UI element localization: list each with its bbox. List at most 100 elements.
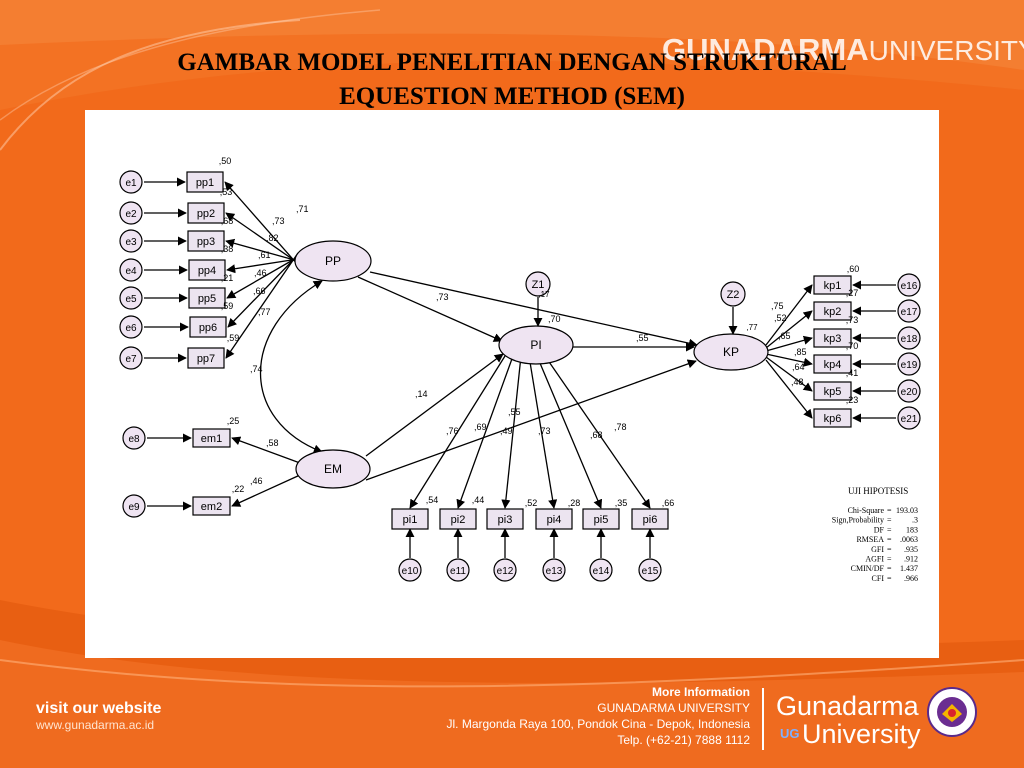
r2-kp: ,77: [746, 323, 758, 332]
disturbance-z2: [720, 281, 746, 307]
error-label-e7: e7: [125, 354, 137, 365]
r2-pi4: ,28: [568, 498, 581, 508]
error-label-e2: e2: [125, 209, 137, 220]
loading-kp4: ,85: [794, 347, 807, 357]
indicator-label-pp7: pp7: [197, 353, 215, 365]
loading-pp3: ,82: [266, 233, 279, 243]
path-kp-kp6: [765, 359, 813, 419]
indicator-pp7: [187, 347, 225, 369]
logo-line2: University: [802, 719, 921, 749]
loading-pp4: ,61: [258, 250, 271, 260]
ug-mark: UG: [780, 726, 800, 741]
r2-pp4: ,38: [221, 244, 234, 254]
r2-kp1: ,60: [847, 264, 860, 274]
error-label-e16: e16: [901, 281, 918, 292]
error-e14: [589, 558, 613, 582]
footer-contact: More Information GUNADARMA UNIVERSITY Jl…: [412, 684, 750, 748]
r2-pi3: ,52: [525, 498, 538, 508]
path-pp-pp1: [224, 181, 299, 266]
r2-kp3: ,73: [846, 315, 859, 325]
error-label-e5: e5: [125, 294, 137, 305]
uji-label: Chi-Square: [848, 506, 885, 515]
latent-label-pp: PP: [325, 254, 341, 268]
r2-pp5: ,21: [221, 273, 234, 283]
indicator-pp2: [187, 202, 225, 224]
path-arrows: [144, 177, 896, 558]
error-e2: [119, 201, 143, 225]
loading-pi5: ,68: [590, 430, 603, 440]
uji-sep: =: [887, 516, 892, 525]
indicator-label-pi1: pi1: [403, 514, 418, 526]
footer-website: visit our website www.gunadarma.ac.id: [36, 700, 161, 732]
uji-sep: =: [887, 574, 892, 583]
error-e9: [122, 494, 146, 518]
path-pp-pp3: [225, 238, 299, 262]
r2-pp3: ,68: [221, 216, 234, 226]
error-label-e21: e21: [901, 414, 918, 425]
uji-value: 1.437: [900, 564, 918, 573]
r2-kp4: ,70: [846, 341, 859, 351]
loading-pi6: ,78: [614, 422, 627, 432]
uji-value: .935: [904, 545, 918, 554]
path-pp-pp5: [226, 256, 299, 299]
r2-em2: ,22: [232, 484, 245, 494]
path-pp-pp6: [227, 254, 299, 328]
indicator-kp3: [813, 328, 852, 348]
logo-line1: Gunadarma: [776, 691, 919, 721]
error-label-e6: e6: [125, 323, 137, 334]
error-e16: [897, 273, 921, 297]
error-e12: [493, 558, 517, 582]
loading-pi1: ,76: [446, 426, 459, 436]
error-label-e17: e17: [901, 307, 918, 318]
r2-pi5: ,35: [615, 498, 628, 508]
uji-label: GFI: [871, 545, 884, 554]
path-coef-pp-em: ,74: [250, 364, 263, 374]
indicator-kp6: [813, 408, 852, 428]
r2-pi1: ,54: [426, 495, 439, 505]
path-kp-kp2: [765, 310, 813, 349]
footer-address: Jl. Margonda Raya 100, Pondok Cina - Dep…: [446, 717, 750, 731]
indicator-label-pi5: pi5: [594, 514, 609, 526]
error-label-e15: e15: [642, 566, 659, 577]
visit-website-label: visit our website: [36, 700, 162, 717]
error-e8: [122, 426, 146, 450]
path-pp-pp4: [226, 258, 299, 274]
loading-em2: ,46: [250, 476, 263, 486]
path-kp-kp3: [765, 335, 813, 352]
error-label-e20: e20: [901, 387, 918, 398]
error-e1: [119, 170, 143, 194]
error-label-e14: e14: [593, 566, 610, 577]
latent-em: [295, 449, 371, 489]
indicator-pp6: [189, 316, 227, 338]
uji-value: .0063: [900, 535, 918, 544]
uji-sep: =: [887, 545, 892, 554]
uji-value: 183: [906, 525, 918, 534]
error-e21: [897, 406, 921, 430]
loading-pi4: ,73: [538, 426, 551, 436]
error-e7: [119, 346, 143, 370]
path-pp-pp7: [225, 252, 299, 359]
indicator-label-kp1: kp1: [824, 280, 842, 292]
error-label-e13: e13: [546, 566, 563, 577]
uji-sep: =: [887, 525, 892, 534]
website-url[interactable]: www.gunadarma.ac.id: [36, 718, 155, 732]
r2-pp1: ,50: [219, 156, 232, 166]
latent-label-kp: KP: [723, 345, 739, 359]
indicator-label-kp5: kp5: [824, 386, 842, 398]
path-em-em2: [231, 474, 301, 507]
indicator-label-pp5: pp5: [198, 293, 216, 305]
indicator-em1: [192, 428, 231, 448]
r2-pp2: ,53: [220, 187, 233, 197]
indicator-pi4: [535, 508, 573, 530]
path-coef-pp-kp: ,70: [548, 314, 561, 324]
latent-pp: [294, 240, 372, 282]
path-pp-pi: [357, 276, 503, 342]
indicator-pp3: [187, 230, 225, 252]
brand-light: UNIVERSITY: [868, 35, 1024, 66]
r2-kp6: ,23: [846, 395, 859, 405]
indicator-kp5: [813, 381, 852, 401]
indicator-label-pp1: pp1: [196, 177, 214, 189]
indicator-pi3: [486, 508, 524, 530]
